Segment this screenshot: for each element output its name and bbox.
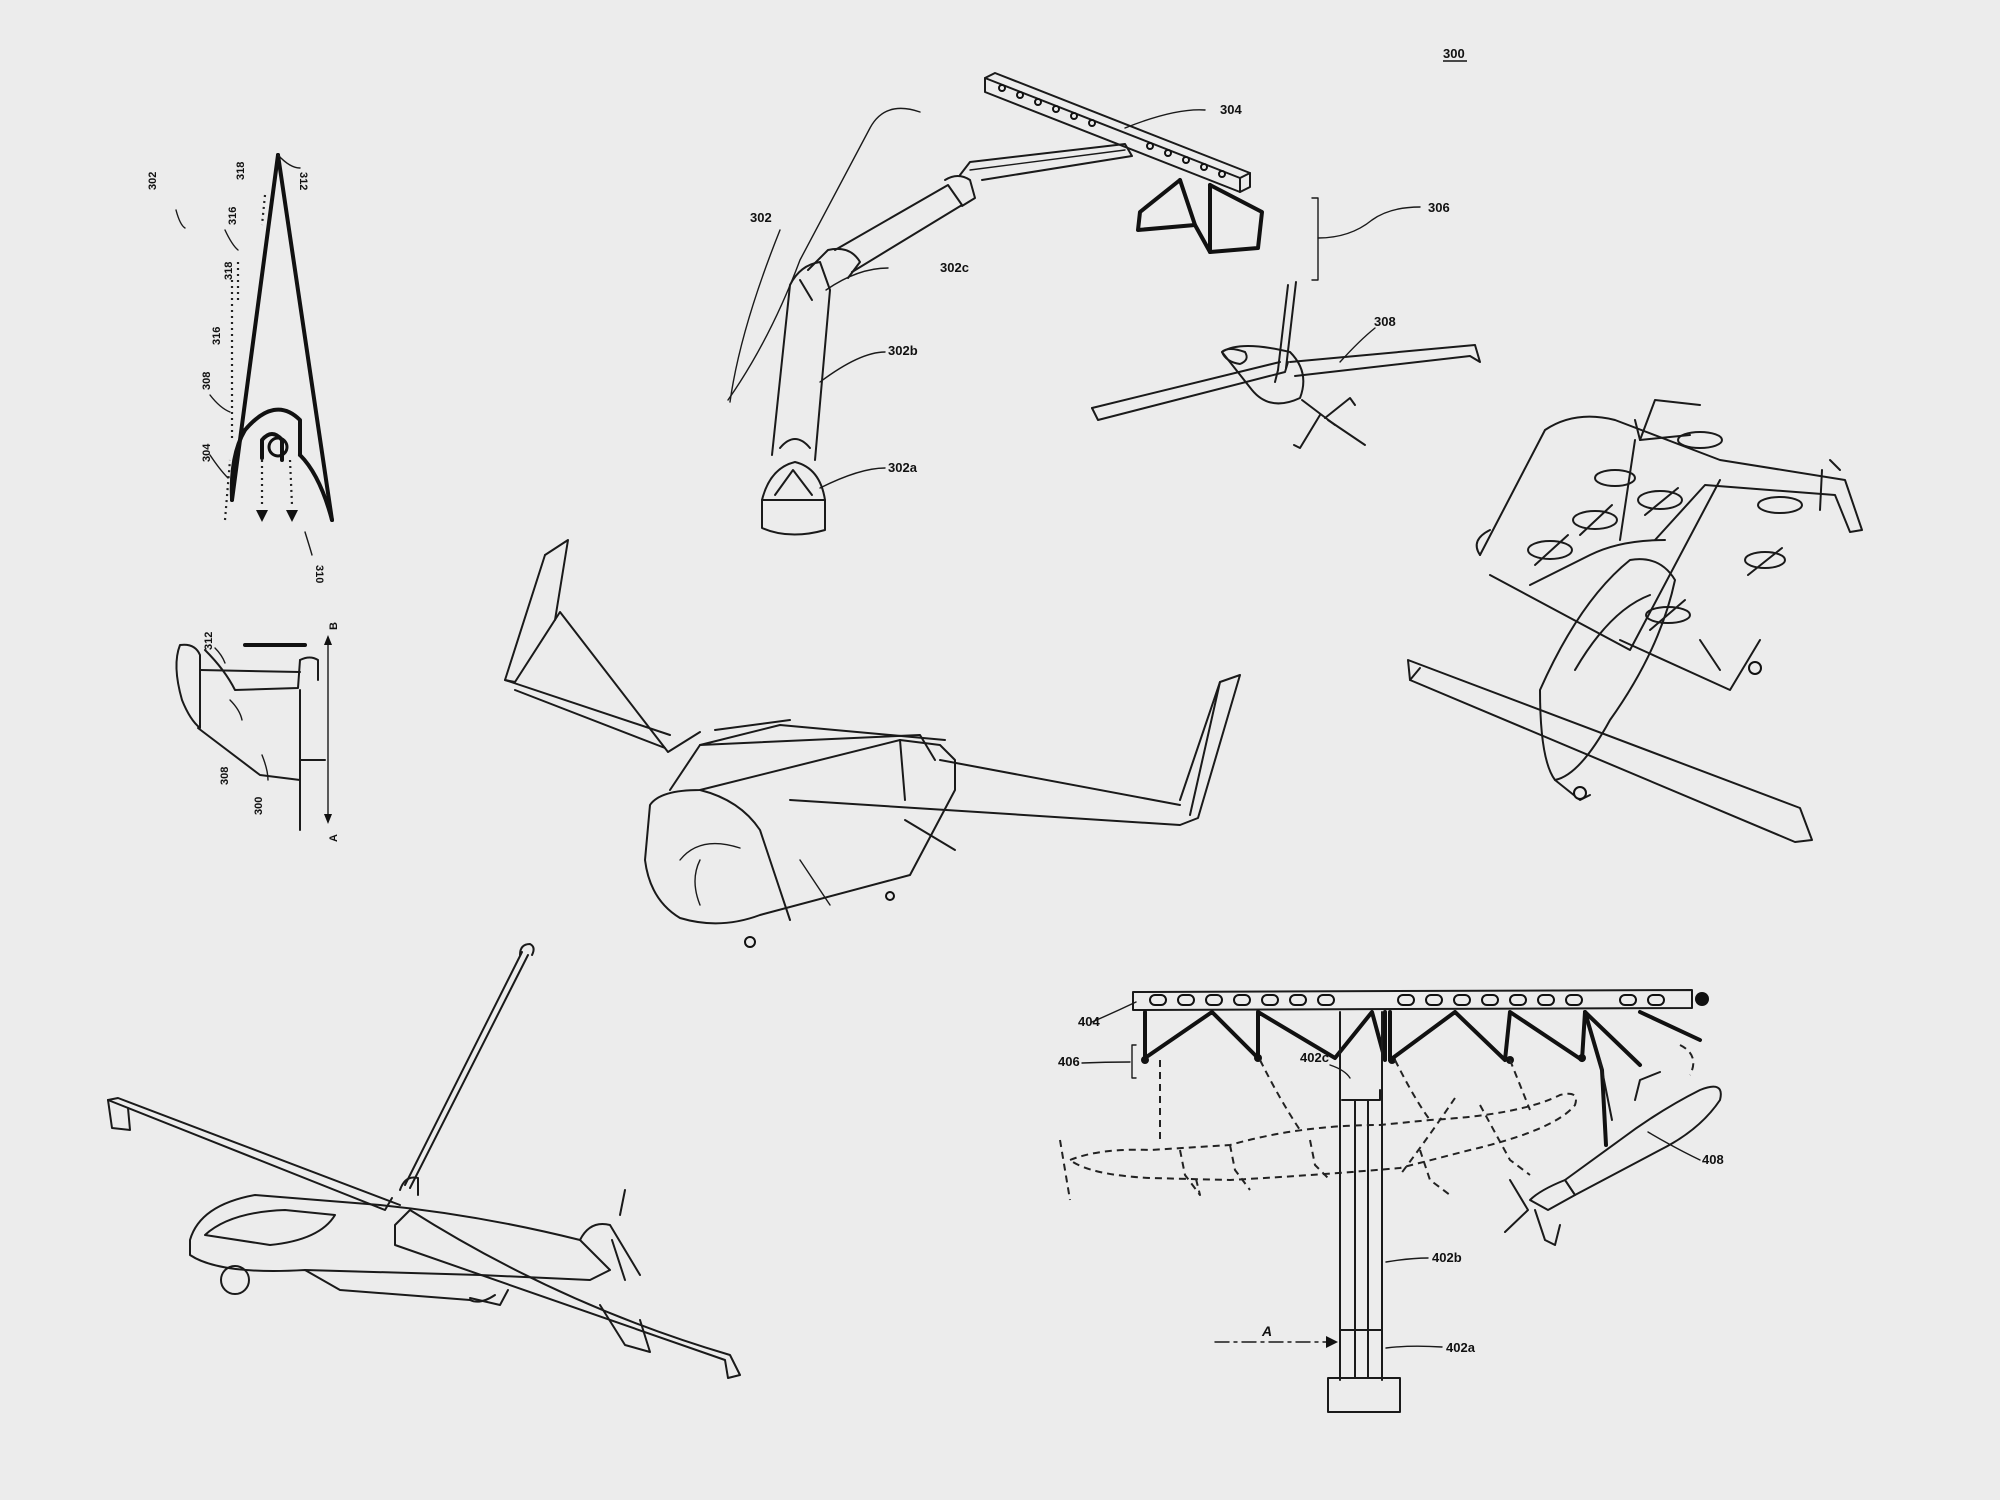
svg-text:308: 308 [201,372,213,390]
svg-text:406: 406 [1058,1054,1080,1069]
svg-text:304: 304 [1220,102,1242,117]
robotic-arm-drawing: 302 304 306 302c 302b 302a [727,72,1450,536]
svg-text:310: 310 [313,565,325,583]
svg-text:312: 312 [203,632,215,650]
svg-text:B: B [328,622,340,630]
cargo-drone-drawing [504,539,1241,948]
flow-diagram: 312 302 318 316 318 316 308 304 310 [147,153,334,583]
svg-text:302a: 302a [888,460,918,475]
svg-text:300: 300 [253,797,265,815]
svg-text:402c: 402c [1300,1050,1329,1065]
svg-text:402a: 402a [1446,1340,1476,1355]
hook-aircraft-drawing [107,943,741,1379]
svg-text:316: 316 [227,207,239,225]
svg-text:304: 304 [201,443,213,462]
svg-text:318: 318 [235,162,247,180]
svg-text:A: A [1261,1323,1272,1339]
vtol-aircraft-drawing [1407,399,1863,843]
svg-text:302: 302 [750,210,772,225]
svg-text:316: 316 [211,327,223,345]
svg-text:302: 302 [147,172,159,190]
svg-text:308: 308 [219,767,231,785]
svg-text:A: A [328,834,340,842]
side-view-drawing: 312 308 300 B A [175,622,340,842]
svg-text:300: 300 [1443,46,1465,61]
captured-aircraft-drawing: 308 [1091,281,1481,449]
svg-text:308: 308 [1374,314,1396,329]
rail-slots [1149,994,1665,1006]
svg-text:408: 408 [1702,1152,1724,1167]
svg-text:306: 306 [1428,200,1450,215]
svg-text:404: 404 [1078,1014,1100,1029]
svg-text:402b: 402b [1432,1250,1462,1265]
svg-text:318: 318 [223,262,235,280]
gantry-station-drawing: 404 406 402c 408 402b 402a A [1058,989,1724,1413]
svg-text:312: 312 [297,172,309,190]
boom-holes [998,84,1226,178]
figure-number: 300 [1443,46,1467,62]
svg-text:302c: 302c [940,260,969,275]
svg-text:302b: 302b [888,343,918,358]
